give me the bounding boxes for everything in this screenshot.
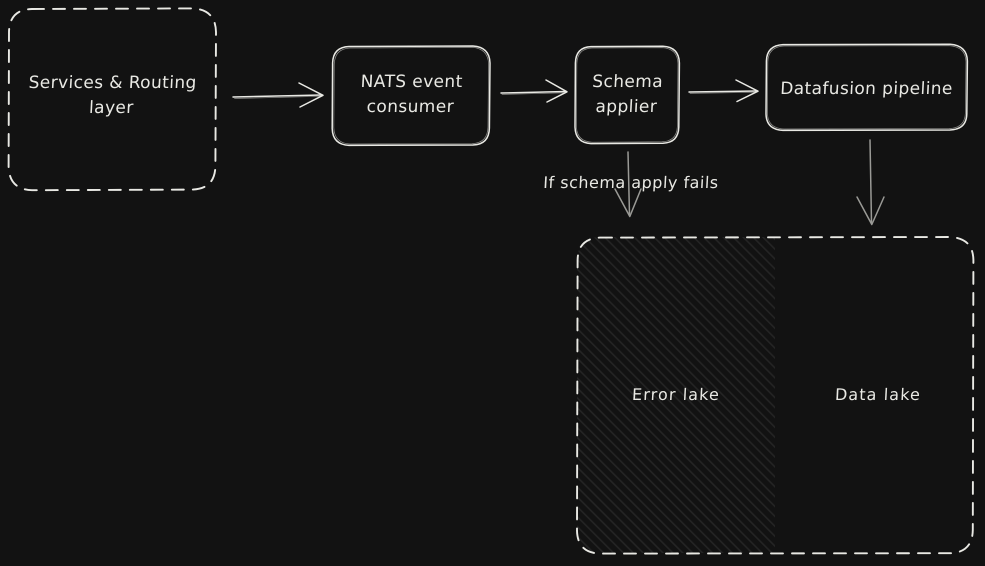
node-services-routing-layer[interactable] [7,7,217,192]
edge-schema-to-datafusion[interactable] [688,79,759,103]
node-datafusion-pipeline[interactable] [765,43,969,132]
edge-datafusion-to-data-lake[interactable] [856,139,885,226]
lake-label-data-lake: Data lake [834,385,922,404]
node-nats-event-consumer[interactable] [331,45,491,147]
edge-services-to-nats[interactable] [232,82,324,108]
node-schema-applier[interactable] [574,45,681,145]
lakes-container[interactable] [576,236,975,555]
edge-nats-to-schema[interactable] [500,79,568,103]
edge-label-if-schema-apply-fails: If schema apply fails [542,173,720,192]
error-lake-hatch-fill [577,237,775,553]
edge-schema-to-error-lake[interactable] [614,151,642,218]
lake-label-error-lake: Error lake [631,385,721,404]
